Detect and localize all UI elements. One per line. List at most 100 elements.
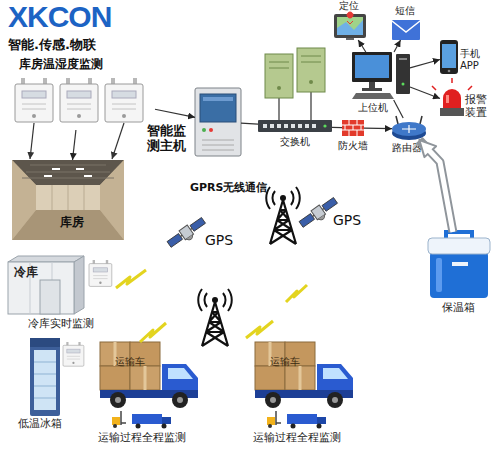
cooler-picture	[428, 238, 490, 254]
wireless-towers	[198, 289, 232, 346]
connector-line	[73, 130, 76, 160]
lightning-bolts	[116, 270, 146, 288]
computer-picture	[355, 55, 389, 78]
phone-picture	[440, 40, 458, 74]
connector	[364, 128, 392, 130]
truck-picture	[100, 342, 353, 429]
connector-line	[364, 128, 392, 130]
monitoring-host-picture	[202, 140, 234, 141]
truck-picture	[115, 397, 121, 403]
router: 路由器	[392, 118, 426, 140]
server-picture	[278, 98, 279, 120]
warehouse-picture	[52, 168, 60, 170]
switch-picture	[258, 120, 332, 132]
lightning-bolts	[246, 321, 273, 338]
phone-app: 手机 APP	[440, 40, 458, 74]
warehouse-picture	[12, 160, 124, 240]
monitoring-host-picture	[202, 128, 206, 132]
node-label: 库房温湿度监测	[19, 58, 103, 72]
truck-picture	[112, 411, 171, 429]
monitoring-host-picture	[195, 88, 241, 156]
node-label: 短信	[395, 5, 415, 17]
switch-picture	[270, 124, 274, 128]
flow-arrow-outline	[419, 140, 453, 232]
connector-line	[394, 40, 401, 52]
flow-arrow-fill	[429, 150, 453, 232]
connector	[241, 123, 258, 125]
network-label: GPRS无线通信	[190, 182, 267, 195]
network-switch: 交换机	[258, 120, 332, 132]
slogan: 智能.传感.物联	[8, 38, 96, 53]
flow-arrow	[419, 140, 453, 232]
router-picture	[402, 125, 416, 133]
host-computer: 上位机	[352, 52, 410, 100]
sms-picture	[392, 21, 420, 32]
connector	[394, 40, 401, 52]
alarm-picture	[432, 78, 472, 90]
transport-truck: 运输车运输过程全程监测	[100, 340, 200, 408]
location-icon: 定位	[334, 14, 366, 40]
node-label: 库房	[60, 216, 84, 230]
truck-picture	[100, 366, 130, 390]
alarm-picture	[443, 89, 461, 108]
warehouse-sensors	[15, 78, 143, 159]
warehouse-picture	[52, 185, 53, 210]
truck-picture	[270, 397, 276, 403]
server-picture	[297, 48, 325, 92]
wireless-towers	[266, 187, 300, 244]
connector-line	[394, 100, 404, 118]
truck-picture	[255, 342, 353, 408]
wireless-towers	[166, 187, 340, 346]
computer-picture	[362, 88, 382, 91]
cold-storage-picture	[40, 280, 60, 314]
monitoring-host-picture	[195, 88, 241, 156]
connector-line	[332, 127, 342, 129]
warehouse-picture	[84, 185, 85, 210]
switch-picture	[277, 124, 281, 128]
transport-truck: 运输车运输过程全程监测	[255, 340, 355, 408]
server-picture	[301, 62, 321, 63]
firewall-picture	[342, 120, 364, 136]
node-label: 防火墙	[338, 140, 368, 152]
connector-line	[410, 60, 440, 68]
connector	[358, 40, 366, 52]
node-label: 低温冰箱	[18, 418, 62, 431]
server-picture	[265, 54, 293, 98]
warehouse-picture	[30, 165, 106, 166]
cold-storage-picture	[8, 256, 84, 262]
truck-picture	[172, 392, 188, 408]
truck-picture	[177, 397, 183, 403]
switch-picture	[323, 124, 326, 127]
connector-line	[155, 109, 195, 117]
cooler-box: 保温箱	[428, 232, 490, 298]
node-caption: 冷库实时监测	[28, 318, 94, 331]
monitoring-host: 智能监测主机	[195, 88, 241, 156]
server-picture	[277, 86, 281, 90]
alarm-picture	[440, 108, 464, 116]
computer-picture	[352, 93, 394, 99]
warehouse-sensors	[112, 123, 124, 159]
computer-picture	[369, 82, 375, 88]
computer-picture	[399, 58, 407, 60]
warehouse-sensors	[15, 78, 53, 122]
cooler-picture	[428, 232, 490, 298]
node-label: 定位	[339, 0, 359, 12]
alarm-device: 报警装置	[440, 90, 464, 116]
connector	[332, 127, 342, 128]
location-picture	[337, 17, 363, 35]
router-picture	[392, 122, 426, 136]
server-picture	[269, 62, 289, 63]
warehouse-picture	[44, 175, 52, 177]
location-picture	[347, 12, 353, 24]
switch-picture	[284, 124, 288, 128]
freezer-picture	[30, 338, 60, 416]
phone-picture	[440, 40, 458, 74]
freezer: 低温冰箱	[30, 338, 60, 416]
warehouse: 库房	[12, 160, 124, 240]
node-label: 交换机	[280, 136, 310, 148]
warehouse-picture	[12, 160, 124, 240]
cooler-picture	[430, 252, 488, 298]
freezer-picture	[30, 338, 60, 347]
node-label: 保温箱	[442, 302, 475, 315]
